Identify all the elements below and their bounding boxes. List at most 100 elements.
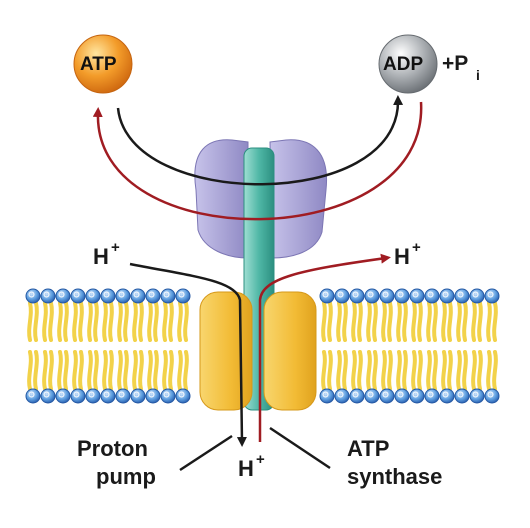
adp-ball (378, 34, 438, 94)
lipid-head-highlight (133, 291, 140, 298)
lipid-tail (42, 301, 48, 342)
lipid-tail (72, 301, 78, 342)
atp-synthase-label-line1: ATP (347, 436, 390, 461)
lipid-head-highlight (457, 391, 464, 398)
lipid-tail (351, 350, 357, 391)
phosphate-subscript: i (476, 67, 480, 83)
lipid-head-highlight (43, 291, 50, 298)
lipid-tail (351, 301, 357, 342)
lipid-head-highlight (427, 391, 434, 398)
lipid-tail (336, 301, 342, 342)
lipid-tail (177, 301, 183, 342)
lipid-tail (486, 301, 492, 342)
lipid-tail (321, 350, 327, 391)
adp-label: ADP (383, 54, 424, 75)
lipid-tail (336, 350, 342, 391)
lipid-tail (93, 350, 99, 391)
lipid-tail (132, 301, 138, 342)
lipid-tail (471, 301, 477, 342)
lipid-head-highlight (73, 291, 80, 298)
lipid-head-highlight (382, 391, 389, 398)
lipid-head-highlight (472, 291, 479, 298)
lipid-tail (57, 301, 63, 342)
lipid-tail (426, 350, 432, 391)
lipid-head-highlight (178, 391, 185, 398)
proton-right-label: H (394, 244, 410, 269)
lipid-tail (417, 350, 423, 391)
lipid-tail (477, 350, 483, 391)
lipid-tail (162, 301, 168, 342)
proton-pump-leader-line (179, 434, 233, 472)
lipid-head-highlight (103, 391, 110, 398)
lipid-tail (357, 350, 363, 391)
lipid-tail (366, 301, 372, 342)
lipid-tail (417, 301, 423, 342)
lipid-tail (462, 301, 468, 342)
lipid-tail (372, 350, 378, 391)
atp-synthase-path-arrow (258, 253, 391, 442)
lipid-tail (57, 350, 63, 391)
hydrolysis-arrow (116, 95, 404, 186)
lipid-tail (426, 301, 432, 342)
lipid-tail (432, 301, 438, 342)
lipid-tail (177, 350, 183, 391)
lipid-head-highlight (487, 291, 494, 298)
lipid-tail (492, 350, 498, 391)
proton-left-charge: + (111, 239, 120, 256)
lipid-tail (63, 301, 69, 342)
lipid-tail (396, 350, 402, 391)
proton-right-charge: + (412, 239, 421, 256)
lipid-head-highlight (337, 291, 344, 298)
lipid-head-highlight (28, 291, 35, 298)
lipid-head-highlight (397, 391, 404, 398)
lipid-tail (132, 350, 138, 391)
lipid-tail (78, 350, 84, 391)
atp-label: ATP (80, 54, 117, 75)
lipid-tail (342, 350, 348, 391)
lipid-tail (162, 350, 168, 391)
lipid-tail (441, 350, 447, 391)
lipid-tail (87, 301, 93, 342)
lipid-head-highlight (118, 291, 125, 298)
lipid-head-highlight (382, 291, 389, 298)
lipid-head-highlight (178, 291, 185, 298)
lipid-tail (387, 350, 393, 391)
lipid-head-highlight (148, 291, 155, 298)
lipid-tail (396, 301, 402, 342)
lipid-tail (153, 350, 159, 391)
lipid-head-highlight (442, 291, 449, 298)
lipid-tail (108, 350, 114, 391)
lipid-head-highlight (442, 391, 449, 398)
lipid-tail (411, 301, 417, 342)
lipid-tail (27, 301, 33, 342)
lipid-tail (441, 301, 447, 342)
lipid-tail (492, 301, 498, 342)
lipid-tail (93, 301, 99, 342)
lipid-tail (108, 301, 114, 342)
lipid-head-highlight (352, 291, 359, 298)
proton-pump-path-arrow (129, 262, 247, 447)
lipid-tail (147, 350, 153, 391)
lipid-tail (411, 350, 417, 391)
atp-ball (73, 34, 133, 94)
lipid-head-highlight (88, 291, 95, 298)
lipid-tail (342, 301, 348, 342)
lipid-tail (87, 350, 93, 391)
lipid-head-highlight (58, 391, 65, 398)
lipid-tail (183, 301, 189, 342)
lipid-head-highlight (397, 291, 404, 298)
lipid-tail (327, 350, 333, 391)
lipid-head-highlight (367, 391, 374, 398)
lipid-head-highlight (367, 291, 374, 298)
lipid-tail (372, 301, 378, 342)
lipid-tail (366, 350, 372, 391)
lipid-tail (456, 301, 462, 342)
lipid-tail (138, 350, 144, 391)
lipid-head-highlight (43, 391, 50, 398)
lipid-tail (447, 350, 453, 391)
lipid-head-highlight (103, 291, 110, 298)
lipid-tail (27, 350, 33, 391)
lipid-head-highlight (58, 291, 65, 298)
lipid-tail (168, 301, 174, 342)
atp-synthase-leader-line (269, 426, 331, 470)
